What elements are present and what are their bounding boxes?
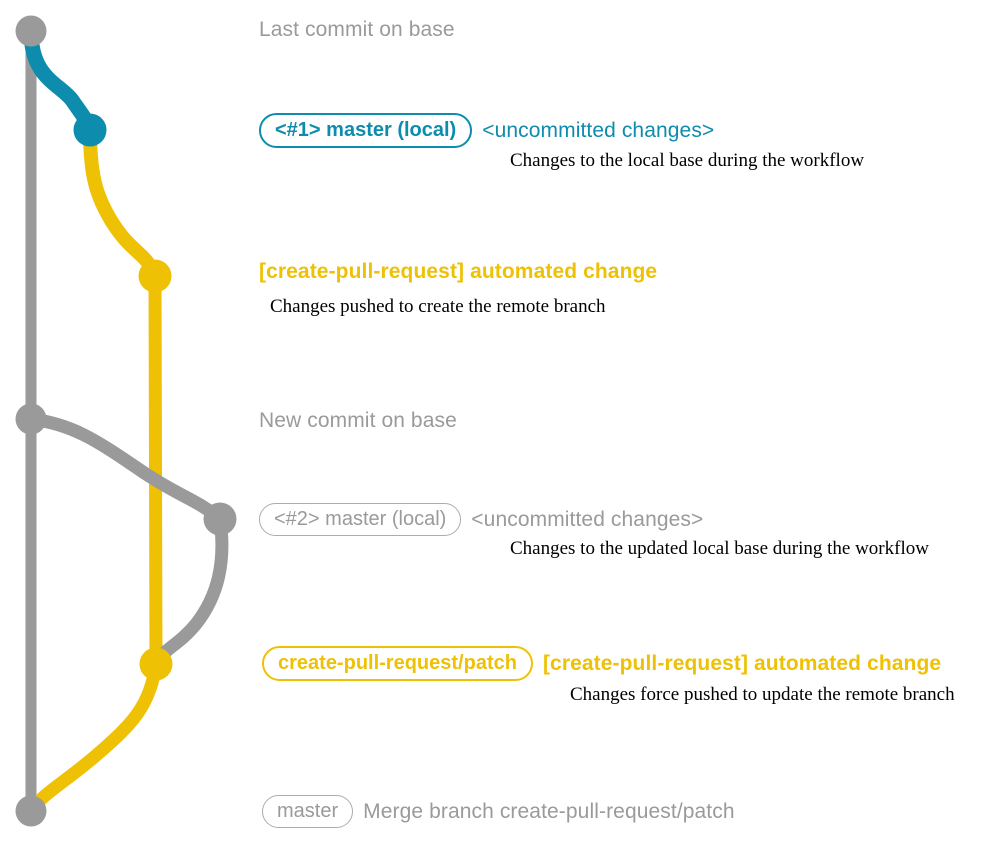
local-master-2-node[interactable] bbox=[203, 502, 237, 536]
remote-branch-trunk-edge bbox=[148, 269, 163, 671]
commit-note-local-master-2: Changes to the updated local base during… bbox=[510, 538, 929, 559]
ref-pill-local-master-2[interactable]: <#2> master (local) bbox=[259, 503, 462, 536]
commit-subject-local-master-1: <uncommitted changes> bbox=[482, 118, 715, 142]
ref-pill-master[interactable]: master bbox=[262, 795, 354, 828]
ref-pill-local-master-1[interactable]: <#1> master (local) bbox=[259, 113, 473, 148]
row-merge-branch: master Merge branch create-pull-request/… bbox=[262, 795, 735, 828]
row-remote-branch-updated: create-pull-request/patch [create-pull-r… bbox=[262, 646, 941, 681]
remote-branch-create-edge bbox=[83, 123, 162, 283]
commit-subject-merge-branch: Merge branch create-pull-request/patch bbox=[363, 799, 735, 823]
ref-pill-create-pull-request-patch[interactable]: create-pull-request/patch bbox=[262, 646, 533, 681]
new-commit-on-base-node[interactable] bbox=[15, 403, 47, 435]
local-master-1-node[interactable] bbox=[73, 113, 107, 147]
row-local-master-2: <#2> master (local) <uncommitted changes… bbox=[259, 503, 703, 536]
last-commit-on-base-node[interactable] bbox=[15, 15, 47, 47]
last-commit-on-base-title: Last commit on base bbox=[259, 18, 455, 41]
merge-commit-node[interactable] bbox=[15, 795, 47, 827]
remote-branch-created-node[interactable] bbox=[138, 259, 172, 293]
row-local-master-1: <#1> master (local) <uncommitted changes… bbox=[259, 113, 714, 148]
local-branch-2-edge bbox=[24, 412, 227, 526]
local-rebase-edge bbox=[149, 512, 229, 671]
commit-subject-remote-branch-updated: [create-pull-request] automated change bbox=[542, 651, 942, 675]
commit-note-remote-branch-updated: Changes force pushed to update the remot… bbox=[570, 684, 955, 705]
row-new-commit-on-base: New commit on base bbox=[259, 409, 457, 433]
commit-graph bbox=[15, 15, 237, 827]
commit-note-local-master-1: Changes to the local base during the wor… bbox=[510, 150, 865, 171]
commit-subject-local-master-2: <uncommitted changes> bbox=[471, 507, 704, 531]
commit-subject-remote-branch-created: [create-pull-request] automated change bbox=[259, 260, 658, 283]
new-commit-on-base-title: New commit on base bbox=[259, 409, 457, 432]
row-remote-branch-created: [create-pull-request] automated change bbox=[259, 260, 657, 284]
remote-branch-updated-node[interactable] bbox=[139, 647, 173, 681]
merge-into-base-edge bbox=[24, 657, 163, 818]
row-last-commit-on-base: Last commit on base bbox=[259, 18, 455, 42]
commit-note-remote-branch-created: Changes pushed to create the remote bran… bbox=[270, 296, 606, 317]
